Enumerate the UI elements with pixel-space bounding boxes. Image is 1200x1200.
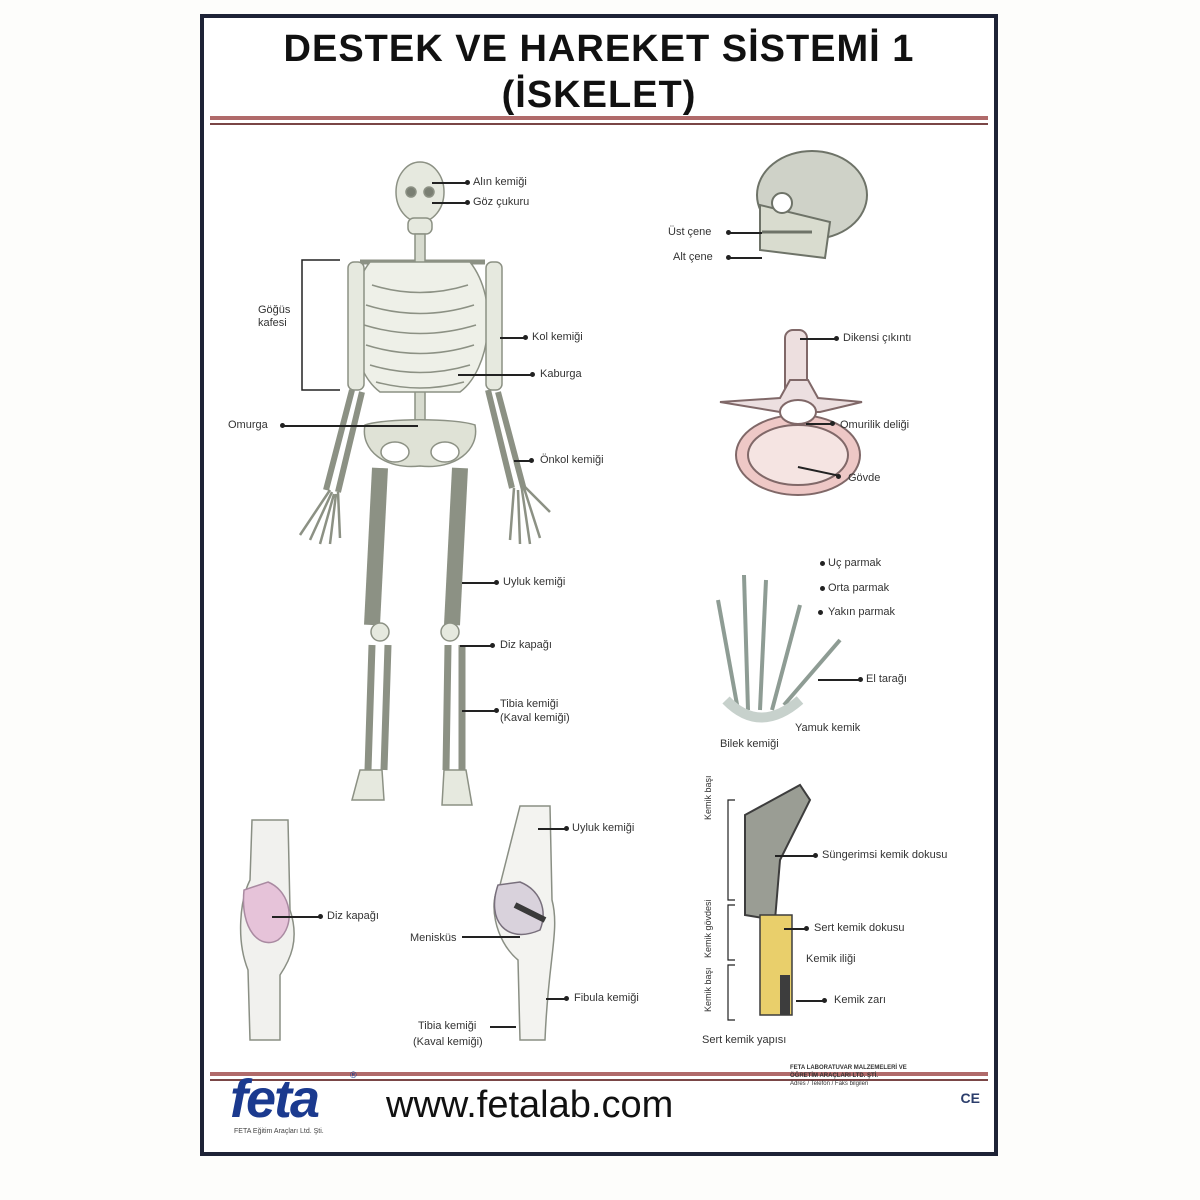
leader-dot xyxy=(726,230,731,235)
leader-kaburga xyxy=(458,374,532,376)
label-uyluk-kemigi-2: Uyluk kemiği xyxy=(572,822,635,834)
label-sungerimsi: Süngerimsi kemik dokusu xyxy=(822,849,948,861)
label-kemik-iligi: Kemik iliği xyxy=(806,953,856,965)
leader-dot xyxy=(564,826,569,831)
leader-onkol xyxy=(514,460,532,462)
label-omurga: Omurga xyxy=(228,419,268,431)
leader-dot xyxy=(280,423,285,428)
leader-uyluk-2 xyxy=(538,828,566,830)
header-rule-thin xyxy=(210,123,988,125)
knee-front-figure xyxy=(239,819,295,1041)
label-tibia-kemigi-2: Tibia kemiği xyxy=(418,1020,477,1032)
leader-uyluk xyxy=(462,582,496,584)
chest-bracket xyxy=(301,259,340,391)
label-kaburga: Kaburga xyxy=(540,368,582,380)
label-tibia-kemigi: Tibia kemiği xyxy=(500,698,559,710)
label-kaval-kemigi-2: (Kaval kemiği) xyxy=(413,1036,483,1048)
leader-sert xyxy=(784,928,806,930)
leader-kol xyxy=(500,337,526,339)
label-sert-kemik: Sert kemik dokusu xyxy=(814,922,905,934)
leader-tibia-2 xyxy=(490,1026,516,1028)
label-onkol-kemigi: Önkol kemiği xyxy=(540,454,604,466)
label-sert-kemik-yapisi: Sert kemik yapısı xyxy=(702,1034,787,1046)
header-rule xyxy=(210,116,988,120)
leader-dot xyxy=(836,474,841,479)
label-kemik-govdesi: Kemik gövdesi xyxy=(703,899,713,958)
leader-dot xyxy=(318,914,323,919)
skeleton-figure xyxy=(298,161,551,806)
leader-omurga xyxy=(284,425,418,427)
leader-kanal xyxy=(796,1000,824,1002)
title-line-2: (İSKELET) xyxy=(501,74,697,116)
leader-ust-cene xyxy=(730,232,762,234)
leader-dot xyxy=(830,421,835,426)
footer-rule-thin xyxy=(210,1079,988,1081)
leader-alt-cene xyxy=(730,257,762,259)
label-omurilik-deligi: Omurilik deliği xyxy=(840,419,910,431)
leader-diken xyxy=(800,338,836,340)
leader-dot xyxy=(822,998,827,1003)
hand-figure xyxy=(716,574,842,723)
leader-dot xyxy=(726,255,731,260)
label-diz-kapagi: Diz kapağı xyxy=(500,639,552,651)
leader-dot xyxy=(820,586,825,591)
label-diz-kapagi-2: Diz kapağı xyxy=(327,910,379,922)
label-uc-parmak: Uç parmak xyxy=(828,557,882,569)
label-kemik-zari: Kemik zarı xyxy=(834,994,886,1006)
leader-dot xyxy=(494,580,499,585)
label-yamuk-kemik: Yamuk kemik xyxy=(795,722,861,734)
title-line-1: DESTEK VE HAREKET SİSTEMİ 1 xyxy=(283,28,915,70)
leader-omurilik xyxy=(806,423,832,425)
long-bone-figure xyxy=(744,783,812,1016)
leader-dot xyxy=(494,708,499,713)
leader-dot xyxy=(530,372,535,377)
leader-dot xyxy=(813,853,818,858)
label-goz-cukuru: Göz çukuru xyxy=(473,196,530,208)
label-gogus-kafesi: Göğüs kafesi xyxy=(258,304,291,329)
footer-rule xyxy=(210,1072,988,1076)
leader-dot xyxy=(490,643,495,648)
label-kol-kemigi: Kol kemiği xyxy=(532,331,583,343)
leader-dot xyxy=(820,561,825,566)
leader-dot xyxy=(564,996,569,1001)
leader-dot xyxy=(818,610,823,615)
leader-dot xyxy=(465,180,470,185)
label-dikensi-cikinti: Dikensi çıkıntı xyxy=(843,332,912,344)
label-el-taragi: El tarağı xyxy=(866,673,907,685)
leader-sungerimsi xyxy=(775,855,815,857)
label-ust-cene: Üst çene xyxy=(668,226,712,238)
leader-el-taragi xyxy=(818,679,860,681)
label-fibula-kemigi: Fibula kemiği xyxy=(574,992,639,1004)
leader-tibia xyxy=(462,710,496,712)
leader-dot xyxy=(804,926,809,931)
leader-dot xyxy=(465,200,470,205)
label-alin-kemigi: Alın kemiği xyxy=(473,176,527,188)
leader-dot xyxy=(834,336,839,341)
leader-dot xyxy=(529,458,534,463)
side-skull-figure xyxy=(756,150,868,260)
label-alt-cene: Alt çene xyxy=(673,251,713,263)
label-bilek-kemigi: Bilek kemiği xyxy=(720,738,779,750)
leader-alin xyxy=(432,182,468,184)
poster-title: DESTEK VE HAREKET SİSTEMİ 1 (İSKELET) xyxy=(204,26,994,118)
label-kemik-basi-top: Kemik başı xyxy=(703,775,713,820)
label-yakin-parmak: Yakın parmak xyxy=(828,606,896,618)
label-orta-parmak: Orta parmak xyxy=(828,582,890,594)
label-kaval-kemigi: (Kaval kemiği) xyxy=(500,712,570,724)
leader-goz xyxy=(432,202,468,204)
leader-diz-kapagi-2 xyxy=(272,916,320,918)
leader-meniskus xyxy=(462,936,520,938)
label-kemik-basi-bottom: Kemik başı xyxy=(703,967,713,1012)
label-govde: Gövde xyxy=(848,472,881,484)
leader-dot xyxy=(858,677,863,682)
knee-side-figure xyxy=(493,805,556,1041)
leader-fibula xyxy=(546,998,566,1000)
label-uyluk-kemigi: Uyluk kemiği xyxy=(503,576,566,588)
leader-dot xyxy=(523,335,528,340)
label-meniskus: Menisküs xyxy=(410,932,457,944)
vertebra-figure xyxy=(719,329,863,496)
leader-diz xyxy=(460,645,492,647)
